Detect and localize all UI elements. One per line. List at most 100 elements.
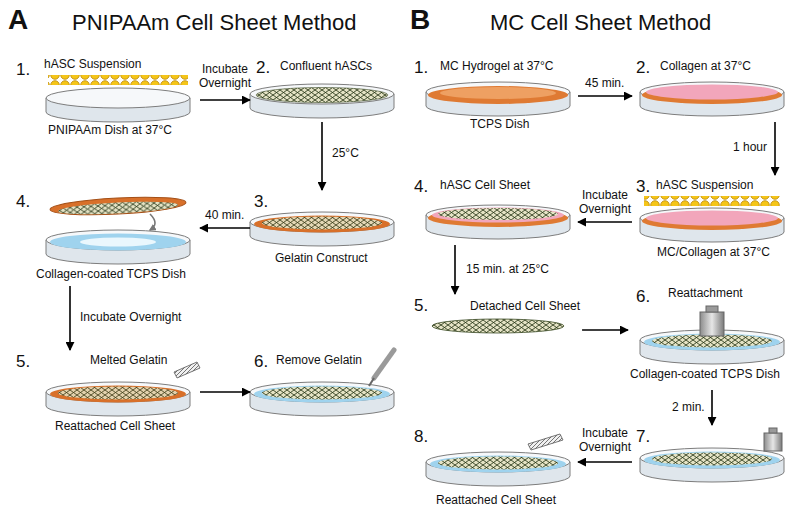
- collagen-layer: [646, 211, 778, 226]
- floating-sheet: [174, 362, 200, 378]
- step-label: TCPS Dish: [470, 118, 529, 132]
- collagen-coating: [644, 452, 780, 469]
- process-arrow: [578, 221, 632, 223]
- culture-dish: [250, 382, 394, 416]
- process-arrow: [321, 122, 323, 190]
- detached-sheet: [432, 319, 564, 333]
- step-label: Reattached Cell Sheet: [436, 494, 556, 508]
- panel-letter: B: [410, 4, 430, 36]
- step-number: 7.: [636, 427, 650, 447]
- collagen-coating: [254, 386, 390, 403]
- melted-gelatin: [50, 386, 186, 403]
- step-number: 3.: [254, 192, 268, 212]
- step: 1. hASC SuspensionPNIPAAm Dish at 37°C: [12, 56, 200, 144]
- cell-sheet: [438, 457, 558, 470]
- gelatin-layer: [254, 216, 390, 233]
- step-number: 3.: [636, 177, 650, 197]
- step-label: Remove Gelatin: [276, 354, 362, 368]
- mc-hydrogel: [428, 86, 568, 104]
- culture-dish: [46, 382, 190, 416]
- step-number: 1.: [16, 60, 30, 80]
- step: 1.MC Hydrogel at 37°CTCPS Dish: [410, 56, 578, 136]
- step-number: 5.: [414, 296, 428, 316]
- edge-label: 2 min.: [672, 400, 705, 414]
- gelatin-construct: [50, 194, 187, 217]
- cell-sheet: [652, 453, 772, 466]
- process-arrow: [582, 329, 628, 331]
- collagen-layer: [432, 208, 564, 223]
- step-label: Collagen-coated TCPS Dish: [630, 368, 780, 382]
- step: 3. Gelatin Construct: [250, 190, 396, 272]
- cell-sheet: [438, 208, 558, 220]
- pipette: [374, 350, 394, 378]
- process-arrow: [578, 461, 632, 463]
- culture-dish: [250, 84, 394, 118]
- process-arrow: [200, 99, 250, 101]
- cell-suspension: [644, 196, 780, 206]
- step-label: Reattachment: [668, 287, 743, 301]
- step-number: 6.: [254, 352, 268, 372]
- step-label: Reattached Cell Sheet: [55, 420, 175, 434]
- culture-dish: [426, 205, 570, 239]
- edge-label: 25°C: [332, 146, 359, 160]
- cell-sheet: [262, 217, 382, 230]
- cell-sheet: [262, 387, 382, 400]
- culture-dish: [426, 82, 570, 116]
- culture-dish: [46, 230, 190, 264]
- step-label: hASC Cell Sheet: [440, 179, 530, 193]
- edge-label: 15 min. at 25°C: [466, 262, 549, 276]
- step-label: Detached Cell Sheet: [470, 300, 580, 314]
- process-arrow: [711, 390, 713, 425]
- edge-label: Incubate Overnight: [577, 426, 633, 454]
- step: 2.Collagen at 37°C: [632, 56, 792, 122]
- weight: [700, 312, 724, 336]
- step-label: MC/Collagen at 37°C: [657, 246, 770, 260]
- collagen-layer: [646, 85, 778, 100]
- step-number: 2.: [256, 58, 270, 78]
- step: 5. Detached Cell Sheet: [410, 294, 582, 342]
- collagen-coating: [430, 456, 566, 473]
- step-number: 4.: [16, 192, 30, 212]
- edge-label: Incubate Overnight: [80, 310, 181, 324]
- culture-dish: [640, 208, 784, 242]
- step-number: 8.: [414, 427, 428, 447]
- panel-title: MC Cell Sheet Method: [490, 10, 711, 35]
- step-label: hASC Suspension: [44, 58, 141, 72]
- cell-sheet: [256, 88, 388, 103]
- collagen-highlight: [80, 238, 156, 247]
- cell-suspension: [48, 75, 188, 85]
- step: 8. Reattached Cell Sheet: [410, 425, 578, 517]
- step-label: MC Hydrogel at 37°C: [440, 60, 554, 74]
- collagen-coating: [50, 234, 186, 251]
- process-arrow: [69, 286, 71, 350]
- cell-sheet: [58, 387, 178, 400]
- process-arrow: [200, 391, 250, 393]
- weight-knob: [706, 306, 718, 312]
- step: 3. hASC SuspensionMC/Collagen at 37°C: [632, 175, 792, 263]
- step: 7.: [632, 425, 792, 487]
- culture-dish: [250, 212, 394, 246]
- step: 2. Confluent hASCs: [250, 56, 396, 122]
- weight-knob: [769, 428, 777, 433]
- panel-title: PNIPAAm Cell Sheet Method: [72, 10, 357, 35]
- pipette-tip: [369, 378, 374, 386]
- flip-arrow: [150, 214, 155, 230]
- step-label: Confluent hASCs: [280, 60, 372, 74]
- step: 5.Melted GelatinReattached Cell Sheet: [12, 350, 200, 438]
- step-number: 4.: [414, 177, 428, 197]
- step-label: hASC Suspension: [656, 179, 753, 193]
- step-number: 2.: [636, 58, 650, 78]
- step-label: PNIPAAm Dish at 37°C: [48, 124, 172, 138]
- culture-dish: [46, 88, 190, 122]
- step-number: 6.: [636, 287, 650, 307]
- edge-label: 40 min.: [205, 208, 244, 222]
- culture-dish: [426, 452, 570, 486]
- step-label: Gelatin Construct: [275, 252, 368, 266]
- mc-highlight: [440, 87, 556, 99]
- step: 4.Collagen-coated TCPS Dish: [12, 190, 200, 286]
- edge-label: 1 hour: [733, 140, 767, 154]
- culture-dish: [640, 448, 784, 482]
